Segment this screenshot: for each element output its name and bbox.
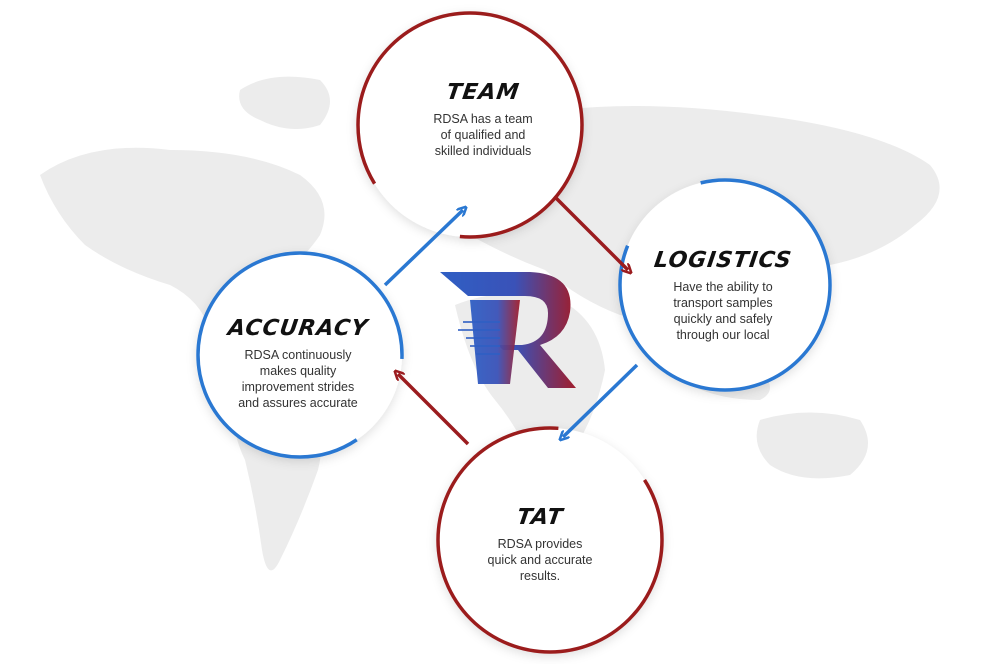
team-title: TEAM — [444, 80, 522, 105]
tat-title: TAT — [515, 505, 565, 530]
accuracy-desc-line-2: makes quality — [259, 364, 337, 378]
circle-accuracy — [196, 251, 404, 459]
team-desc-line-2: of qualified and — [440, 128, 526, 142]
logistics-desc-line-4: through our local — [676, 328, 770, 342]
circle-logistics — [618, 178, 832, 392]
node-accuracy: ACCURACY RDSA continuously makes quality… — [213, 316, 383, 411]
node-team: TEAM RDSA has a team of qualified and sk… — [413, 80, 553, 159]
node-tat: TAT RDSA provides quick and accurate res… — [470, 505, 610, 584]
accuracy-desc-line-4: and assures accurate — [238, 396, 358, 410]
accuracy-desc-line-3: improvement strides — [241, 380, 355, 394]
team-desc-line-3: skilled individuals — [434, 144, 532, 158]
rdsa-r-logo — [440, 272, 576, 388]
tat-desc-line-1: RDSA provides — [497, 537, 583, 551]
logistics-desc-line-1: Have the ability to — [673, 280, 773, 294]
logistics-desc-line-3: quickly and safely — [673, 312, 773, 326]
circle-team — [356, 11, 584, 239]
tat-desc-line-2: quick and accurate — [487, 553, 593, 567]
arrow-accuracy-to-team — [383, 210, 463, 287]
circle-tat — [436, 426, 664, 654]
arrow-team-to-logistics — [554, 196, 628, 270]
arrow-logistics-to-tat — [563, 363, 639, 437]
tat-desc-line-3: results. — [519, 569, 561, 583]
logistics-title: LOGISTICS — [652, 248, 794, 273]
node-logistics: LOGISTICS Have the ability to transport … — [643, 248, 803, 343]
accuracy-desc-line-1: RDSA continuously — [244, 348, 352, 362]
arrow-tat-to-accuracy — [398, 374, 470, 446]
team-desc-line-1: RDSA has a team — [433, 112, 533, 126]
accuracy-title: ACCURACY — [226, 316, 370, 341]
logistics-desc-line-2: transport samples — [673, 296, 773, 310]
